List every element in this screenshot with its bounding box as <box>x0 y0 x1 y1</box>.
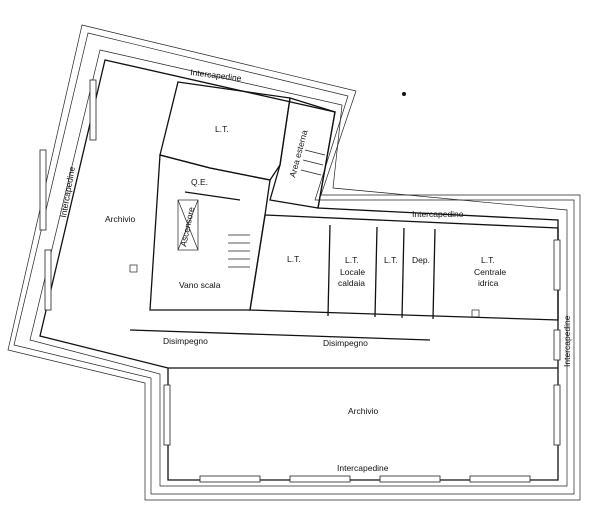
label-intercapedine-right-block: Intercapedine <box>412 209 464 219</box>
label-vano-scala: Vano scala <box>179 280 221 290</box>
area-esterna-wall <box>269 97 336 209</box>
label-qe: Q.E. <box>191 177 208 187</box>
label-lt-2: L.T. <box>345 255 359 265</box>
label-idrica: idrica <box>478 278 499 288</box>
outer-boundary-inner <box>13 32 575 495</box>
label-caldaia: caldaia <box>338 278 365 288</box>
label-lt-3: L.T. <box>384 255 398 265</box>
label-disimpegno-right: Disimpegno <box>323 338 368 348</box>
dot-marker <box>402 92 406 96</box>
label-archivio-bottom: Archivio <box>348 406 379 416</box>
pillar-right <box>471 309 480 318</box>
label-disimpegno-left: Disimpegno <box>163 336 208 346</box>
label-dep: Dep. <box>412 255 430 265</box>
pillar-left <box>129 264 138 273</box>
intercapedine-line <box>29 49 568 487</box>
right-block-wall <box>249 214 559 321</box>
label-archivio-left: Archivio <box>105 214 136 224</box>
label-lt-upper: L.T. <box>215 124 229 134</box>
label-lt-1: L.T. <box>287 254 301 264</box>
label-intercapedine-bottom: Intercapedine <box>337 463 389 473</box>
label-centrale: Centrale <box>474 267 506 277</box>
lift-shaft <box>177 199 199 251</box>
label-locale: Locale <box>340 267 365 277</box>
outer-boundary <box>7 24 581 501</box>
label-ascensore: Ascensore <box>178 206 196 248</box>
label-lt-4: L.T. <box>481 255 495 265</box>
label-intercapedine-right-side: Intercapedine <box>562 315 572 367</box>
